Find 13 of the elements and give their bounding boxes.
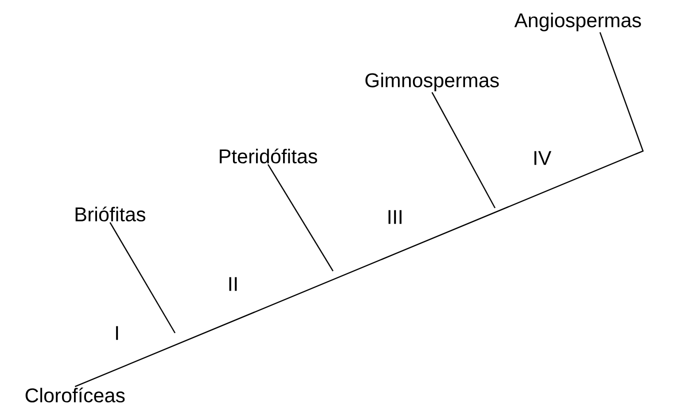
main-line: [74, 32, 644, 388]
branch-line: [268, 164, 334, 272]
taxon-label: Clorofíceas: [26, 388, 125, 402]
taxon-label: Briófitas: [76, 206, 146, 222]
clade-number: IV: [534, 151, 552, 165]
taxon-label: Gimnospermas: [365, 72, 499, 92]
clade-number: II: [229, 277, 237, 291]
clade-number: I: [116, 326, 118, 340]
taxon-label: Pteridófitas: [220, 148, 318, 164]
taxon-label: Angiospermas: [514, 12, 641, 32]
branch-line: [109, 222, 176, 334]
clade-number: III: [388, 210, 402, 224]
branch-line: [431, 92, 496, 208]
